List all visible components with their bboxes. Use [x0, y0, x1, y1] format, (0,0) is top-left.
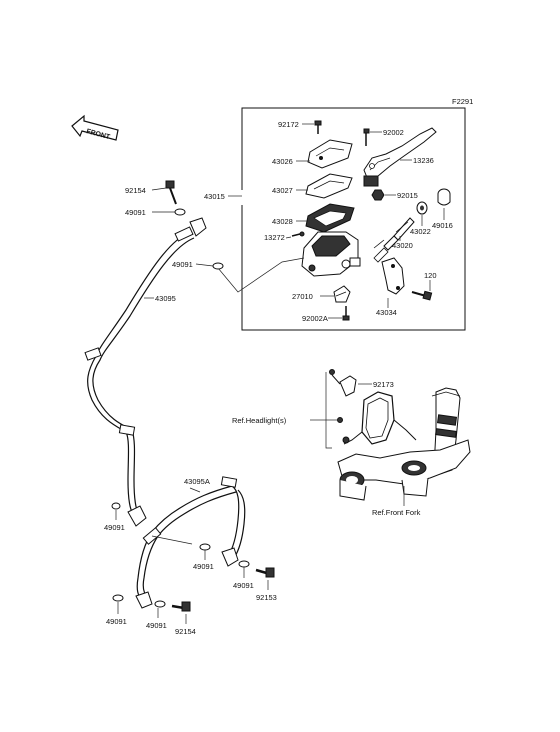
fitting-left-icon [111, 502, 147, 527]
label-27010: 27010 [292, 292, 313, 301]
label-43034: 43034 [376, 308, 397, 317]
front-fork-bracket-icon [329, 369, 471, 501]
clamp-43034-icon [381, 257, 405, 295]
label-49091-c: 49091 [104, 523, 125, 532]
label-43026: 43026 [272, 157, 293, 166]
banjo-bolt-92154-bottom-icon [171, 601, 191, 612]
reservoir-cap-43026-icon [307, 139, 353, 169]
washer-49091-f-icon [112, 594, 124, 602]
label-13272: 13272 [264, 233, 285, 242]
plate-43027-icon [305, 173, 353, 199]
fitting-top-icon [189, 217, 207, 237]
brake-line-connector [217, 257, 305, 293]
label-49016: 49016 [432, 221, 453, 230]
brake-hose-43095-icon [84, 226, 195, 517]
bolt-92002-icon [363, 128, 370, 146]
label-120: 120 [424, 271, 437, 280]
cap-49016-icon [437, 188, 451, 206]
label-43028: 43028 [272, 217, 293, 226]
screw-92172-icon [314, 120, 322, 134]
bolt-120-icon [411, 290, 433, 301]
label-ref-front-fork: Ref.Front Fork [372, 508, 421, 517]
leader-49091-b [195, 263, 214, 267]
banjo-bolt-92153-icon [255, 567, 275, 578]
master-cylinder-body-icon [301, 231, 361, 277]
label-43020: 43020 [392, 241, 413, 250]
nut-92015-icon [371, 189, 385, 201]
label-49091-g: 49091 [146, 621, 167, 630]
label-49091-d: 49091 [193, 562, 214, 571]
label-ref-headlight: Ref.Headlight(s) [232, 416, 287, 425]
leader-49091-d-line [151, 535, 193, 545]
banjo-bolt-92154-top-icon [165, 180, 177, 205]
piston-43020-icon [373, 217, 415, 263]
leader-13272 [285, 236, 292, 239]
label-43095: 43095 [155, 294, 176, 303]
brake-hose-43095A-icon [136, 476, 246, 601]
label-43022: 43022 [410, 227, 431, 236]
label-92154-top: 92154 [125, 186, 146, 195]
switch-27010-icon [333, 285, 351, 303]
washer-49091-d-icon [199, 543, 211, 551]
label-49091-f: 49091 [106, 617, 127, 626]
front-arrow-icon: FRONT [71, 114, 119, 141]
washer-49091-a-icon [174, 208, 186, 216]
label-92002: 92002 [383, 128, 404, 137]
label-92154-bottom: 92154 [175, 627, 196, 636]
label-92015: 92015 [397, 191, 418, 200]
boot-43022-icon [416, 201, 428, 215]
assembly-frame [241, 107, 466, 331]
label-43027: 43027 [272, 186, 293, 195]
screw-92002A-icon [342, 306, 350, 321]
fitting-right-icon [221, 547, 250, 568]
label-92153: 92153 [256, 593, 277, 602]
label-49091-a: 49091 [125, 208, 146, 217]
leader-43095A [189, 487, 201, 493]
label-49091-b: 49091 [172, 260, 193, 269]
label-13236: 13236 [413, 156, 434, 165]
washer-49091-b-icon [212, 262, 224, 270]
pin-13272-icon [291, 231, 305, 237]
label-49091-e: 49091 [233, 581, 254, 590]
diaphragm-43028-icon [305, 203, 355, 233]
fitting-bottom-icon [135, 591, 166, 609]
headlight-bracket-leader [325, 372, 332, 449]
leader-92154-top [151, 187, 167, 191]
label-43015: 43015 [204, 192, 225, 201]
label-92002A: 92002A [302, 314, 328, 323]
brake-lever-13236-icon [363, 127, 437, 187]
label-92172: 92172 [278, 120, 299, 129]
figure-code: F2291 [452, 97, 473, 106]
label-43095A: 43095A [184, 477, 210, 486]
label-92173: 92173 [373, 380, 394, 389]
